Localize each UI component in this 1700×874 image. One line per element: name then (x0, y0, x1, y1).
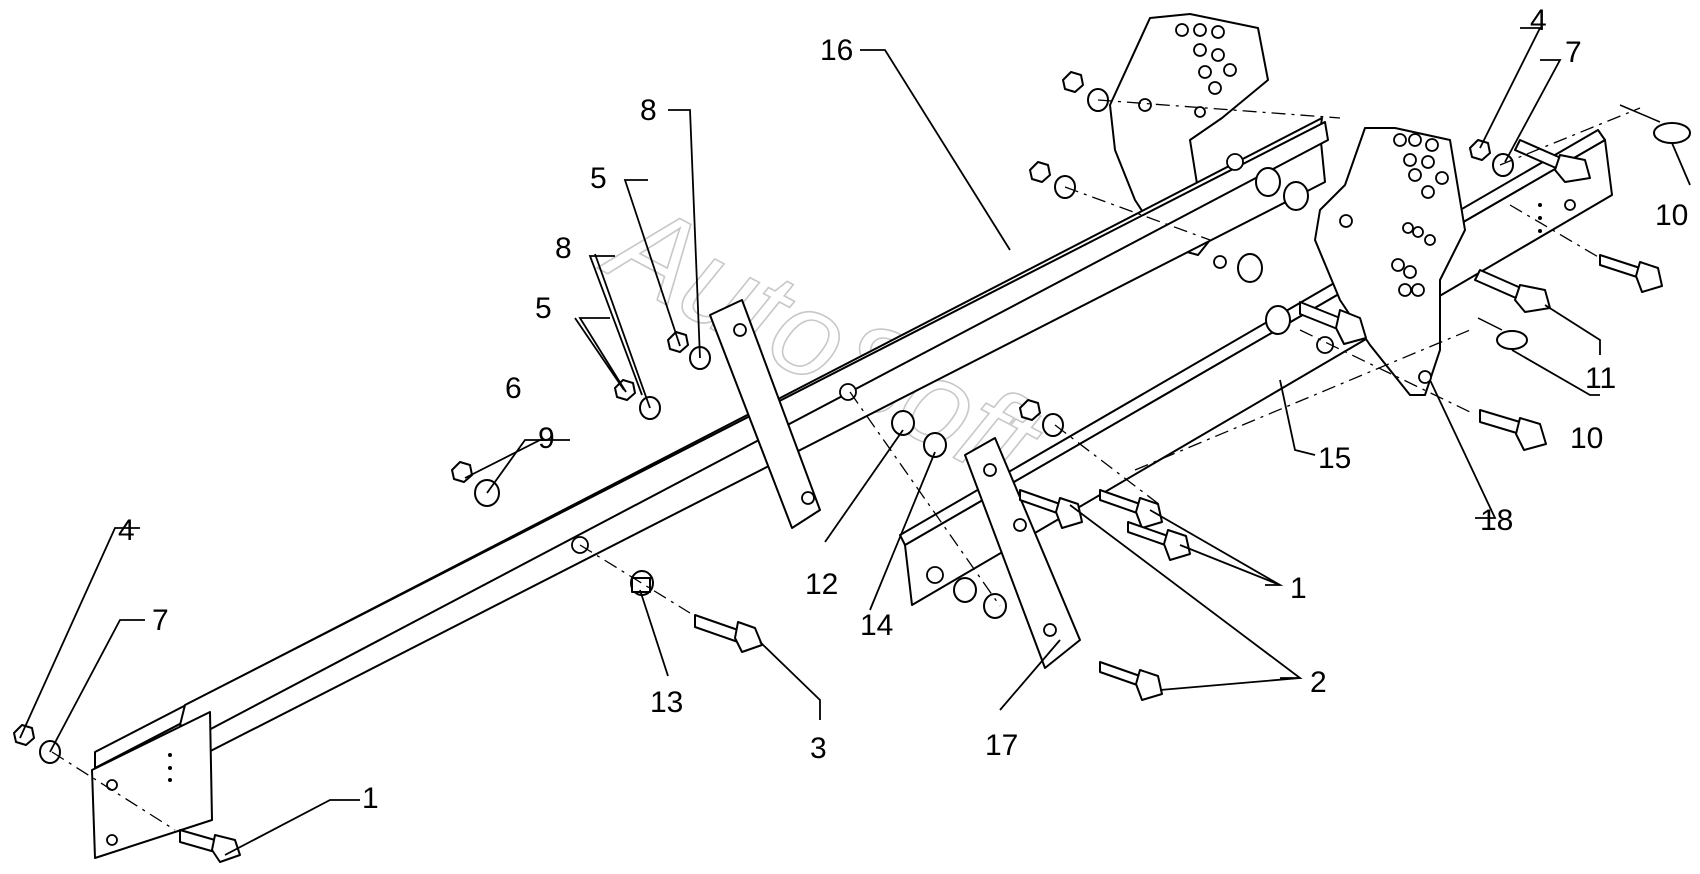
callout-10-upper: 10 (1655, 199, 1688, 232)
center-mount-bracket (709, 299, 821, 529)
callout-8-lower: 8 (555, 232, 572, 265)
callout-labels: 4 7 1 6 9 5 8 5 8 13 3 12 14 16 17 1 2 1… (118, 4, 1688, 815)
callout-4-right: 4 (1530, 4, 1547, 37)
upper-bracket-plate (1109, 13, 1269, 269)
callout-14: 14 (860, 609, 893, 642)
callout-9: 9 (538, 422, 555, 455)
callout-7-right: 7 (1565, 36, 1582, 69)
callout-6: 6 (505, 372, 522, 405)
callout-16: 16 (820, 34, 853, 67)
callout-3: 3 (810, 732, 827, 765)
pins-and-clips (1474, 104, 1691, 350)
callout-11: 11 (1585, 362, 1616, 395)
callout-1-right: 1 (1290, 572, 1307, 605)
callout-8-upper: 8 (640, 94, 657, 127)
callout-5-upper: 5 (590, 162, 607, 195)
callout-18: 18 (1480, 504, 1513, 537)
callout-13: 13 (650, 686, 683, 719)
callout-10-lower: 10 (1570, 422, 1603, 455)
leader-lines (19, 27, 1691, 856)
callout-7-left: 7 (152, 604, 169, 637)
assembly-lines (51, 99, 1641, 831)
callout-2: 2 (1310, 666, 1327, 699)
callout-1-left: 1 (362, 782, 379, 815)
bracket-18 (1314, 127, 1466, 396)
callout-5-lower: 5 (535, 292, 552, 325)
left-end-plate (91, 711, 213, 859)
bracket-17 (964, 437, 1081, 669)
callout-12: 12 (805, 568, 838, 601)
callout-4-left: 4 (118, 514, 135, 547)
bushings (630, 167, 1309, 619)
callout-17: 17 (985, 729, 1018, 762)
callout-15: 15 (1318, 442, 1351, 475)
bolts (179, 254, 1663, 863)
